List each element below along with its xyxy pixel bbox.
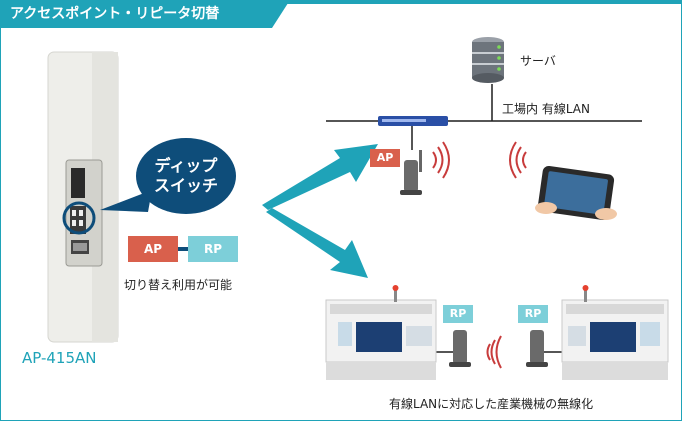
industrial-machine-right [561,285,669,380]
dip-switch-callout [100,138,236,214]
callout-line-1: ディップ [154,156,218,175]
access-point-device [47,51,119,343]
top-accent-line [0,0,682,4]
callout-text: ディップ スイッチ [136,156,236,196]
arrow-to-rp [266,208,368,278]
arrow-to-ap [262,144,378,210]
callout-line-2: スイッチ [153,176,218,195]
bottom-caption: 有線LANに対応した産業機械の無線化 [389,397,594,411]
repeater-right-icon [526,330,548,367]
toggle-ap-label: AP [128,236,178,262]
wireless-waves-icon [432,141,527,369]
toggle-rp-label: RP [188,236,238,262]
repeater-left-icon [449,330,471,367]
device-model-label: AP-415AN [22,349,97,367]
industrial-machine-left [325,285,437,380]
ap-badge: AP [370,149,400,167]
network-switch-icon [378,116,448,126]
wireless-ap-icon [400,150,422,195]
rp-badge-left: RP [443,305,473,323]
rp-badge-right: RP [518,305,548,323]
toggle-caption: 切り替え利用が可能 [124,278,233,292]
tablet-icon [535,165,617,221]
server-label: サーバ [520,54,556,68]
ap-rp-toggle: AP RP [128,236,238,262]
section-title: アクセスポイント・リピータ切替 [0,0,290,28]
lan-label: 工場内 有線LAN [502,102,590,116]
server-icon [472,37,504,83]
